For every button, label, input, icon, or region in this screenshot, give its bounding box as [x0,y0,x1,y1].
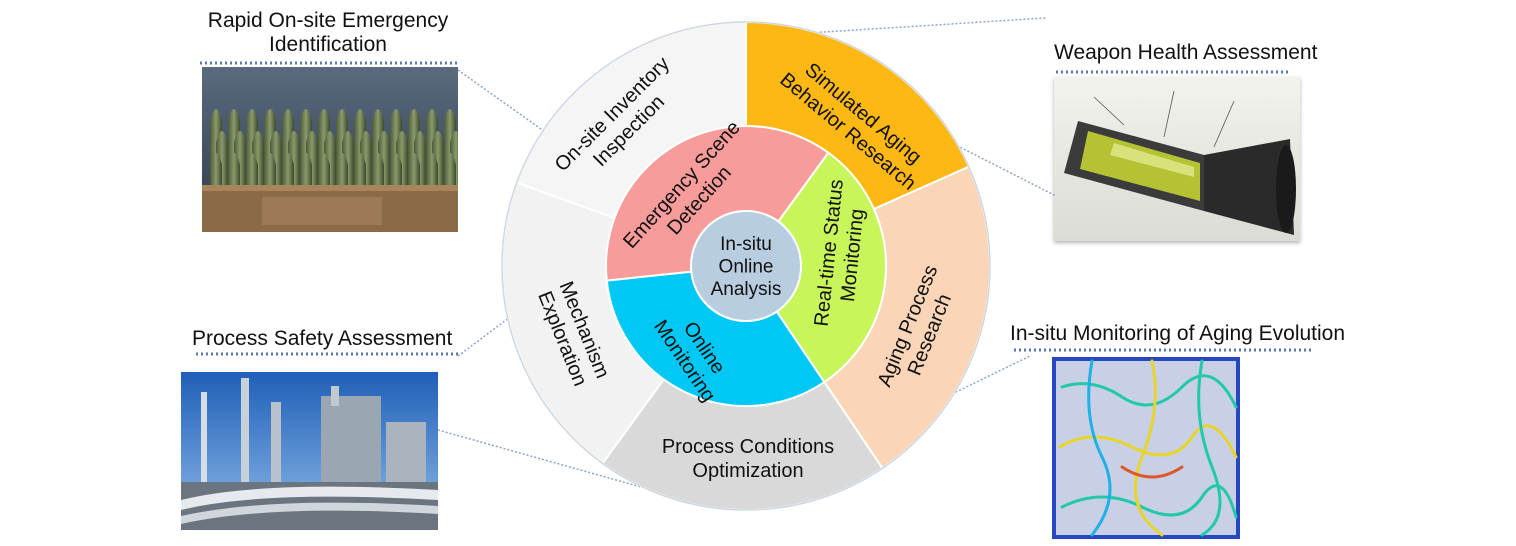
refinery-photo [181,372,438,530]
connector-rapid [457,69,549,135]
connector-refinery [437,429,667,495]
caption-weapon-health: Weapon Health Assessment [1054,41,1318,64]
caption-process-safety: Process Safety Assessment [192,327,453,350]
connector-in-situ [951,355,1031,395]
center-label-line1: In-situ [720,234,772,255]
caption-rapid-line1: Rapid On-site Emergency [207,9,449,32]
connector-weapon [945,139,1057,197]
center-circle [690,210,802,322]
center-label-line2: Online [719,257,774,278]
rocket-motor-photo [1054,77,1300,241]
caption-in-situ-aging: In-situ Monitoring of Aging Evolution [1010,322,1346,345]
caption-rapid-line2: Identification [269,33,387,56]
connector-top [695,17,1047,41]
label-process-conditions-line2: Optimization [692,460,803,482]
connector-process-safety [457,313,515,357]
center-label-line3: Analysis [711,279,782,300]
ammunition-photo [202,67,458,232]
label-process-conditions-line1: Process Conditions [662,436,834,458]
aging-microstructure-photo [1052,357,1240,539]
sectors-group [501,20,991,511]
wheel-outer-border [501,21,991,511]
caption-rapid-emergency: Rapid On-site Emergency Identification [198,9,458,57]
